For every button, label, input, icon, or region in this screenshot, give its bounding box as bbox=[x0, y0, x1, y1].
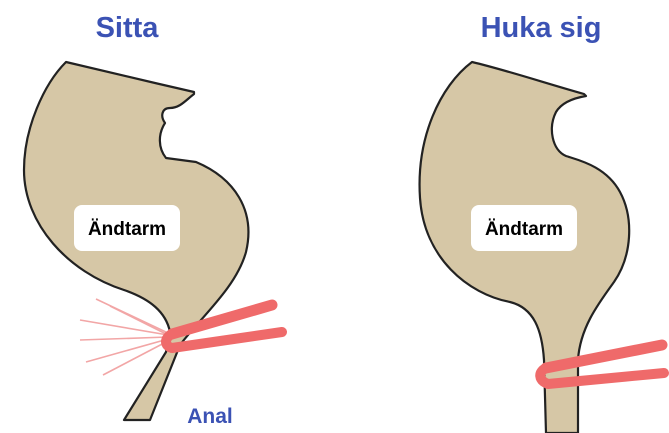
rectum-label-text-sitting: Ändtarm bbox=[88, 219, 166, 240]
rectum-label-text-squatting: Ändtarm bbox=[485, 219, 563, 240]
sitting-title: Sitta bbox=[96, 12, 160, 44]
squatting-title: Huka sig bbox=[481, 12, 602, 44]
rectum-label-squatting: Ändtarm bbox=[471, 205, 577, 251]
squatting-panel: Huka sig Ändtarm bbox=[420, 12, 664, 433]
anal-label: Anal bbox=[187, 405, 233, 428]
rectum-label-sitting: Ändtarm bbox=[74, 205, 180, 251]
sitting-panel: Sitta Ändtarm Anal bbox=[24, 12, 282, 428]
